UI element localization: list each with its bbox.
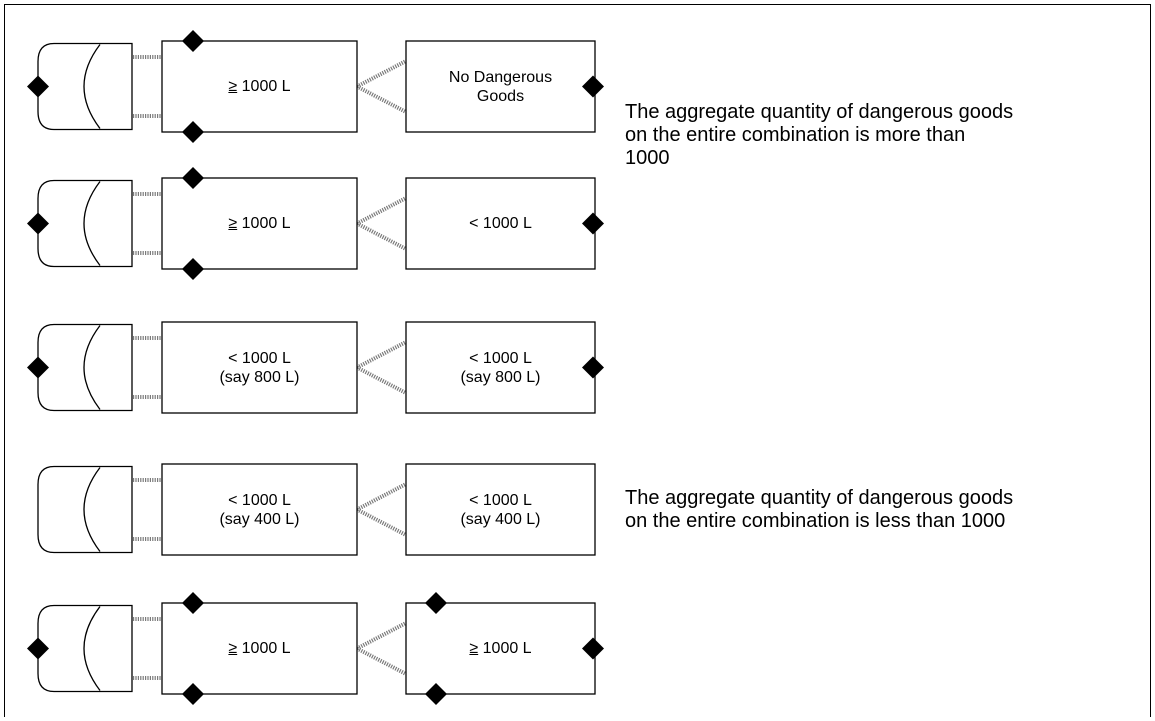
trailer2-quantity-text: < 1000 L bbox=[469, 349, 532, 367]
note-more-line-2: on the entire combination is more than bbox=[625, 124, 966, 146]
tractor-cab bbox=[37, 42, 133, 131]
vehicle-row-1 bbox=[27, 30, 604, 143]
trailer2-quantity-text: 1000 L bbox=[482, 640, 532, 657]
tractor-placard-icon bbox=[27, 356, 49, 379]
note-less-line-1: The aggregate quantity of dangerous good… bbox=[625, 487, 1014, 509]
trailer1-quantity-text: 1000 L bbox=[241, 78, 291, 95]
trailer2-label: < 1000 L(say 800 L) bbox=[406, 322, 595, 413]
trailer1-quantity: ≥ 1000 L bbox=[228, 639, 290, 658]
vehicle-row-4 bbox=[37, 463, 596, 556]
trailer-1-top-placard-icon bbox=[182, 592, 204, 614]
trailer2-quantity: < 1000 L bbox=[469, 349, 532, 368]
vehicle-row-3 bbox=[27, 321, 604, 414]
rear-placard-icon bbox=[582, 356, 604, 379]
trailer1-note: (say 800 L) bbox=[219, 368, 300, 386]
trailer-1-bottom-placard-icon bbox=[182, 258, 204, 280]
tow-bar-upper bbox=[356, 196, 407, 226]
trailer-1-top-placard-icon bbox=[182, 30, 204, 52]
trailer2-label: < 1000 L bbox=[406, 178, 595, 269]
trailer2-quantity: < 1000 L bbox=[469, 491, 532, 510]
trailer-1-box bbox=[161, 177, 358, 270]
tractor-placard-icon bbox=[27, 637, 49, 660]
trailer-1-box bbox=[161, 463, 358, 556]
tractor-placard-icon bbox=[27, 212, 49, 235]
trailer2-note: Goods bbox=[476, 87, 525, 105]
trailer2-quantity: ≥ 1000 L bbox=[469, 639, 531, 658]
greater-or-equal-symbol: ≥ bbox=[469, 640, 479, 657]
rear-placard-icon bbox=[582, 212, 604, 235]
trailer1-label: ≥ 1000 L bbox=[162, 178, 357, 269]
tow-bar-lower bbox=[356, 646, 407, 676]
trailer1-note: (say 400 L) bbox=[219, 510, 300, 528]
trailer1-label: ≥ 1000 L bbox=[162, 41, 357, 132]
vehicle-row-2 bbox=[27, 167, 604, 280]
trailer2-note: (say 400 L) bbox=[460, 510, 541, 528]
tractor-windshield bbox=[83, 606, 101, 691]
tow-bar-upper bbox=[356, 482, 407, 512]
trailer2-label: ≥ 1000 L bbox=[406, 603, 595, 694]
tractor-placard-icon bbox=[27, 75, 49, 98]
trailer1-quantity: ≥ 1000 L bbox=[228, 77, 290, 96]
tow-bar-upper bbox=[356, 621, 407, 651]
note-less-line-2: on the entire combination is less than 1… bbox=[625, 510, 1006, 532]
note-more-than-1000: The aggregate quantity of dangerous good… bbox=[625, 101, 1013, 170]
tow-bar-lower bbox=[356, 84, 407, 114]
trailer-1-top-placard-icon bbox=[182, 167, 204, 189]
tow-bar-lower bbox=[356, 365, 407, 395]
trailer-1-bottom-placard-icon bbox=[182, 683, 204, 705]
tow-bar-lower bbox=[356, 507, 407, 537]
tractor-cab bbox=[37, 323, 133, 412]
tractor-cab bbox=[37, 179, 133, 268]
greater-or-equal-symbol: ≥ bbox=[228, 640, 238, 657]
tractor-windshield bbox=[83, 467, 101, 552]
trailer2-quantity-text: No Dangerous bbox=[448, 68, 553, 86]
trailer-1-box bbox=[161, 602, 358, 695]
rear-placard-icon bbox=[582, 637, 604, 660]
trailer1-quantity: ≥ 1000 L bbox=[228, 214, 290, 233]
trailer2-quantity: < 1000 L bbox=[469, 214, 532, 233]
tow-bar-lower bbox=[356, 221, 407, 251]
vehicle-row-5 bbox=[27, 592, 604, 705]
trailer-2-box bbox=[405, 463, 596, 556]
tractor-windshield bbox=[83, 44, 101, 129]
greater-or-equal-symbol: ≥ bbox=[228, 78, 238, 95]
trailer1-label: ≥ 1000 L bbox=[162, 603, 357, 694]
trailer-2-top-placard-icon bbox=[425, 592, 447, 614]
trailer-2-box bbox=[405, 321, 596, 414]
rear-placard-icon bbox=[582, 75, 604, 98]
note-less-than-1000: The aggregate quantity of dangerous good… bbox=[625, 487, 1013, 533]
trailer-1-bottom-placard-icon bbox=[182, 121, 204, 143]
tow-bar-upper bbox=[356, 59, 407, 89]
trailer1-label: < 1000 L(say 800 L) bbox=[162, 322, 357, 413]
trailer-2-box bbox=[405, 177, 596, 270]
trailer2-quantity-text: < 1000 L bbox=[469, 215, 532, 232]
trailer1-label: < 1000 L(say 400 L) bbox=[162, 464, 357, 555]
trailer2-note: (say 800 L) bbox=[460, 368, 541, 386]
tractor-cab bbox=[37, 604, 133, 693]
trailer2-label: < 1000 L(say 400 L) bbox=[406, 464, 595, 555]
trailer1-quantity-text: 1000 L bbox=[241, 640, 291, 657]
trailer-2-bottom-placard-icon bbox=[425, 683, 447, 705]
greater-or-equal-symbol: ≥ bbox=[228, 215, 238, 232]
note-more-line-3: 1000 bbox=[625, 147, 670, 169]
trailer2-quantity: No Dangerous bbox=[449, 68, 552, 87]
trailer-1-box bbox=[161, 321, 358, 414]
trailer1-quantity: < 1000 L bbox=[228, 349, 291, 368]
trailer1-quantity: < 1000 L bbox=[228, 491, 291, 510]
tractor-windshield bbox=[83, 325, 101, 410]
note-more-line-1: The aggregate quantity of dangerous good… bbox=[625, 101, 1014, 123]
trailer-1-box bbox=[161, 40, 358, 133]
trailer1-quantity-text: 1000 L bbox=[241, 215, 291, 232]
trailer1-quantity-text: < 1000 L bbox=[228, 491, 291, 509]
trailer2-quantity-text: < 1000 L bbox=[469, 491, 532, 509]
trailer1-quantity-text: < 1000 L bbox=[228, 349, 291, 367]
tractor-windshield bbox=[83, 181, 101, 266]
tractor-cab bbox=[37, 465, 133, 554]
tow-bar-upper bbox=[356, 340, 407, 370]
